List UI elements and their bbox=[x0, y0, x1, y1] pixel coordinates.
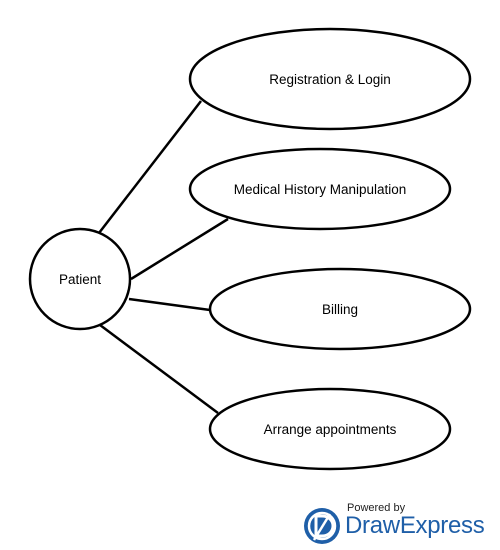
use-case-ellipse bbox=[188, 147, 452, 231]
powered-by-text: Powered by bbox=[347, 502, 406, 514]
use-case-label: Billing bbox=[322, 302, 358, 317]
use-case-medical-history-manipulation[interactable]: Medical History Manipulation bbox=[188, 147, 452, 231]
brand-name-draw: Draw bbox=[345, 512, 400, 539]
use-case-label: Arrange appointments bbox=[264, 422, 397, 437]
drawexpress-logo-icon bbox=[304, 508, 340, 544]
connector-arrange-appointments bbox=[99, 323, 219, 415]
actor-patient[interactable]: Patient bbox=[28, 227, 132, 331]
brand-name: DrawExpress bbox=[345, 512, 485, 540]
use-case-arrange-appointments[interactable]: Arrange appointments bbox=[208, 387, 452, 471]
actor-circle bbox=[28, 227, 132, 331]
brand-name-express: Express bbox=[399, 512, 485, 539]
actor-label: Patient bbox=[59, 272, 101, 287]
use-case-registration-login[interactable]: Registration & Login bbox=[188, 27, 472, 131]
connector-registration-login bbox=[98, 100, 202, 234]
connector-medical-history bbox=[130, 217, 229, 281]
use-case-ellipse bbox=[208, 387, 452, 471]
connector-billing bbox=[128, 297, 211, 312]
use-case-ellipse bbox=[188, 27, 472, 131]
use-case-label: Medical History Manipulation bbox=[234, 182, 407, 197]
use-case-ellipse bbox=[208, 267, 472, 351]
use-case-label: Registration & Login bbox=[269, 72, 391, 87]
use-case-billing[interactable]: Billing bbox=[208, 267, 472, 351]
drawexpress-watermark: Powered by DrawExpress bbox=[300, 500, 500, 548]
